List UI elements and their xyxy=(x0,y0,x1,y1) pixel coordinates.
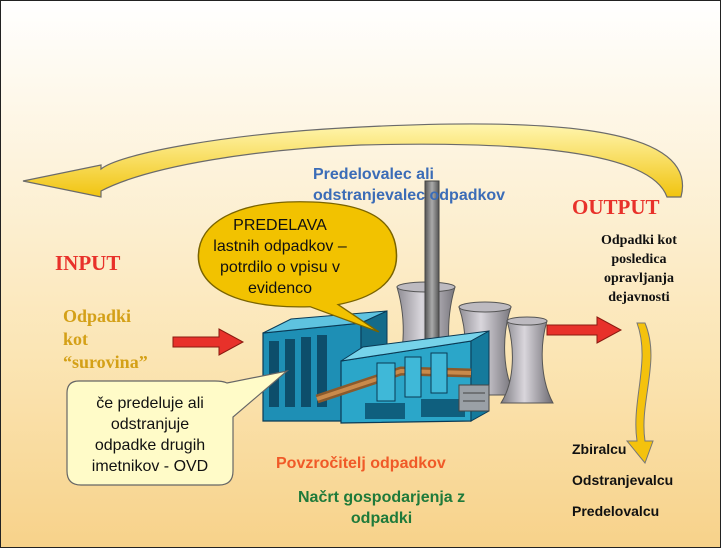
input-waste-line: “surovina” xyxy=(63,352,148,372)
arrow-right-icon xyxy=(546,316,623,344)
destination-item: Predelovalcu xyxy=(572,503,660,519)
other-holders-bubble xyxy=(66,369,290,486)
processor-label-line: odstranjevalec odpadkov xyxy=(313,187,506,204)
recovery-line: evidenco xyxy=(247,280,313,297)
processor-label-line: Predelovalec ali xyxy=(313,166,434,183)
destination-list: Zbiralcu Odstranjevalcu Predelovalcu xyxy=(572,434,673,527)
destination-item: Zbiralcu xyxy=(572,441,627,457)
recovery-bubble-text: PREDELAVA lastnih odpadkov – potrdilo o … xyxy=(179,215,381,299)
plan-line: Načrt gospodarjenja z xyxy=(298,489,466,506)
input-waste-line: kot xyxy=(63,329,89,349)
plan-label: Načrt gospodarjenja z odpadki xyxy=(298,487,465,529)
curved-arrow-icon xyxy=(625,322,654,464)
other-holders-line: odpadke drugih xyxy=(94,437,206,454)
arrow-right-icon xyxy=(172,328,245,356)
curved-arrow-icon xyxy=(22,123,684,198)
output-heading: OUTPUT xyxy=(572,195,660,219)
output-waste-line: posledica xyxy=(611,252,667,267)
input-waste-line: Odpadki xyxy=(63,306,132,326)
processor-label: Predelovalec ali odstranjevalec odpadkov xyxy=(313,164,505,206)
other-holders-bubble-text: če predeluje ali odstranjuje odpadke dru… xyxy=(67,393,233,477)
other-holders-line: če predeluje ali xyxy=(96,395,204,412)
recovery-line: potrdilo o vpisu v xyxy=(219,259,341,276)
other-holders-line: imetnikov - OVD xyxy=(91,458,209,475)
plan-line: odpadki xyxy=(350,510,413,527)
other-holders-line: odstranjuje xyxy=(110,416,190,433)
recovery-line: lastnih odpadkov – xyxy=(213,238,347,255)
recovery-line: PREDELAVA xyxy=(233,217,327,234)
input-heading: INPUT xyxy=(55,251,121,275)
output-waste-line: Odpadki kot xyxy=(601,233,677,248)
destination-item: Odstranjevalcu xyxy=(572,472,674,488)
output-waste-label: Odpadki kot posledica opravljanja dejavn… xyxy=(601,231,677,307)
output-waste-line: dejavnosti xyxy=(608,290,670,305)
producer-label: Povzročitelj odpadkov xyxy=(276,455,446,472)
factory-icon xyxy=(262,310,490,424)
recovery-bubble xyxy=(197,201,398,333)
output-waste-line: opravljanja xyxy=(603,271,674,286)
input-waste-label: Odpadki kot “surovina” xyxy=(63,305,148,374)
